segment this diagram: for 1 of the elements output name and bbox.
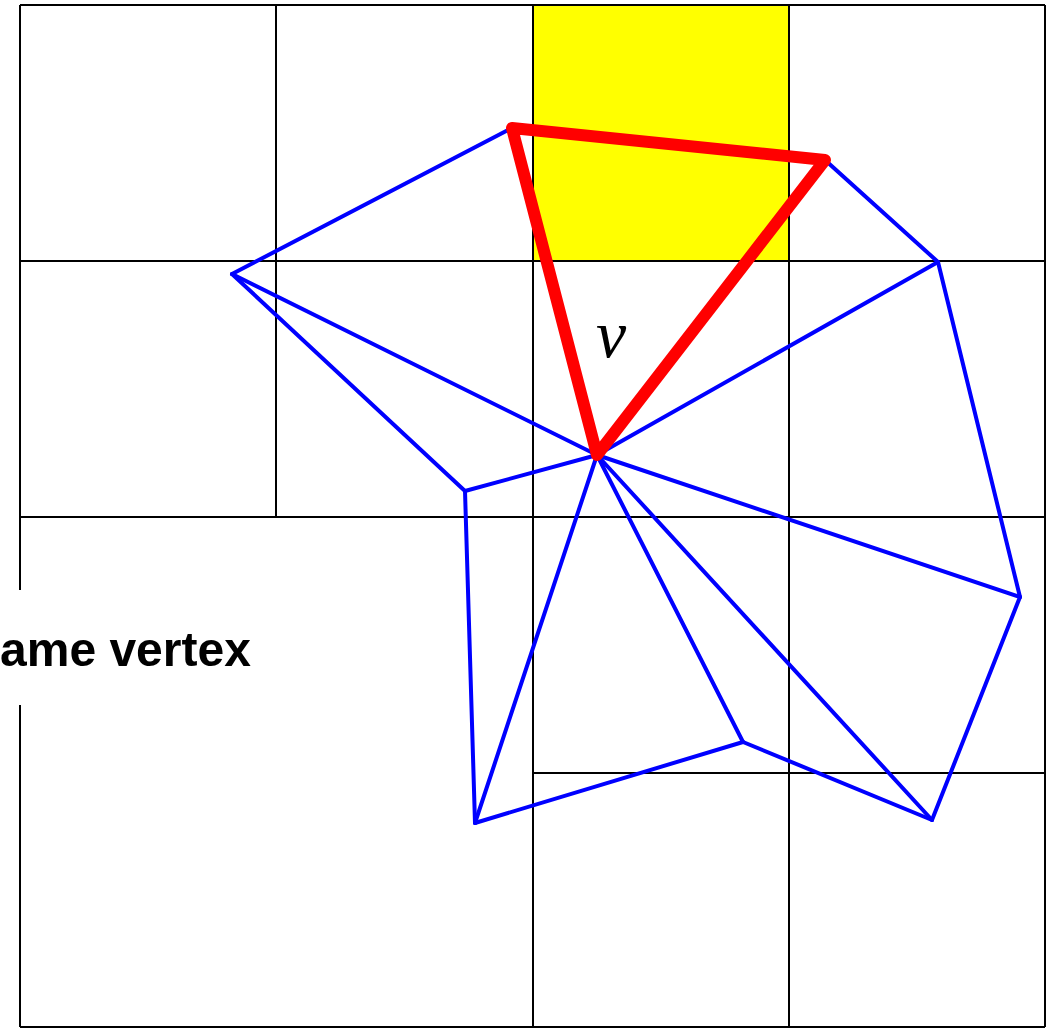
- vertex-label: v: [596, 300, 627, 368]
